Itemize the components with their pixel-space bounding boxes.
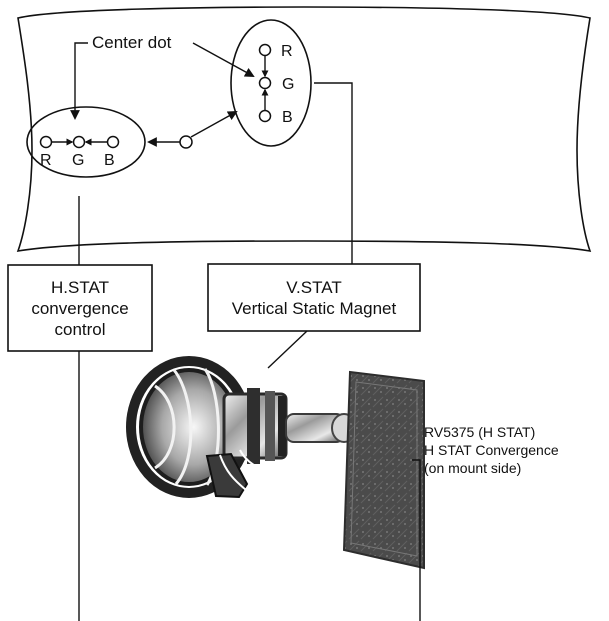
- yoke-assembly-image: [131, 361, 424, 568]
- vstat-to-picture-line: [268, 331, 307, 368]
- vertical-green-dot: [260, 78, 271, 89]
- magnet-ring-2: [265, 391, 275, 461]
- center-dot-label: Center dot: [92, 33, 172, 52]
- horizontal-g-label: G: [72, 152, 84, 169]
- connector-dot: [180, 136, 192, 148]
- vertical-g-label: G: [282, 76, 294, 93]
- vertical-blue-dot: [260, 111, 271, 122]
- vertical-r-label: R: [281, 43, 293, 60]
- horizontal-blue-dot: [108, 137, 119, 148]
- rv5375-line-1: RV5375 (H STAT): [424, 423, 559, 441]
- horizontal-b-label: B: [104, 152, 115, 169]
- magnet-ring-3: [278, 396, 286, 456]
- hstat-box-frame: [8, 265, 152, 351]
- horizontal-green-dot: [74, 137, 85, 148]
- horizontal-red-dot: [41, 137, 52, 148]
- vertical-b-label: B: [282, 109, 293, 126]
- vstat-box-frame: [208, 264, 420, 331]
- center-dot-pointer: [193, 43, 253, 76]
- rv5375-line-3: (on mount side): [424, 459, 559, 477]
- magnet-ring-1: [247, 388, 260, 464]
- rv5375-side-note: RV5375 (H STAT) H STAT Convergence (on m…: [424, 423, 559, 477]
- connector-to-vertical-arrow: [191, 112, 236, 137]
- vstat-callout-line: [314, 83, 352, 264]
- rv5375-line-2: H STAT Convergence: [424, 441, 559, 459]
- horizontal-r-label: R: [40, 152, 52, 169]
- pcb-board: [344, 372, 424, 568]
- vertical-red-dot: [260, 45, 271, 56]
